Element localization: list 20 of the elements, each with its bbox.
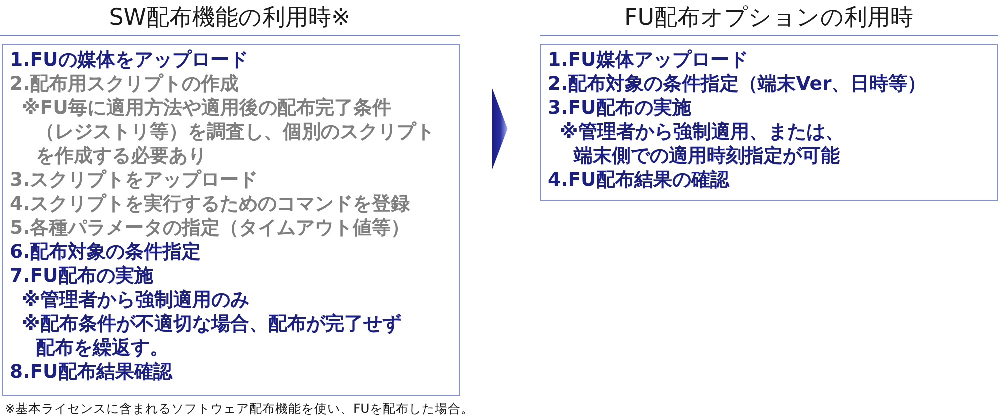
note-text: ※管理者から強制適用、または、端末側での適用時刻指定が可能 <box>560 121 844 169</box>
list-item: 3.スクリプトをアップロード <box>10 169 258 193</box>
list-item: 2.配布用スクリプトの作成 <box>10 73 240 97</box>
note-text: ※FU毎に適用方法や適用後の配布完了条件（レジストリ等）を調査し、個別のスクリプトを作成する必要あり <box>22 97 435 169</box>
list-item: 1.FUの媒体をアップロード <box>10 49 248 73</box>
list-item: 6.配布対象の条件指定 <box>10 241 202 265</box>
list-item: 4.FU配布結果の確認 <box>548 169 730 193</box>
list-item: 8.FU配布結果確認 <box>10 361 172 385</box>
list-item: 1.FU媒体アップロード <box>548 49 748 73</box>
column-heading: SW配布機能の利用時※ <box>109 4 351 33</box>
list-item: 7.FU配布の実施 <box>10 265 154 289</box>
footnote: ※基本ライセンスに含まれるソフトウェア配布機能を使い、FUを配布した場合。 <box>5 401 474 417</box>
list-item: 5.各種パラメータの指定（タイムアウト値等） <box>10 217 410 241</box>
note-text: ※配布条件が不適切な場合、配布が完了せず配布を繰返す。 <box>22 313 402 361</box>
list-item: 4.スクリプトを実行するためのコマンドを登録 <box>10 193 410 217</box>
list-item: 3.FU配布の実施 <box>548 97 692 121</box>
note-text: ※管理者から強制適用のみ <box>22 289 250 313</box>
column-heading: FU配布オプションの利用時 <box>624 4 914 33</box>
list-item: 2.配布対象の条件指定（端末Ver、日時等） <box>548 73 927 97</box>
chevron-arrow <box>492 88 508 170</box>
